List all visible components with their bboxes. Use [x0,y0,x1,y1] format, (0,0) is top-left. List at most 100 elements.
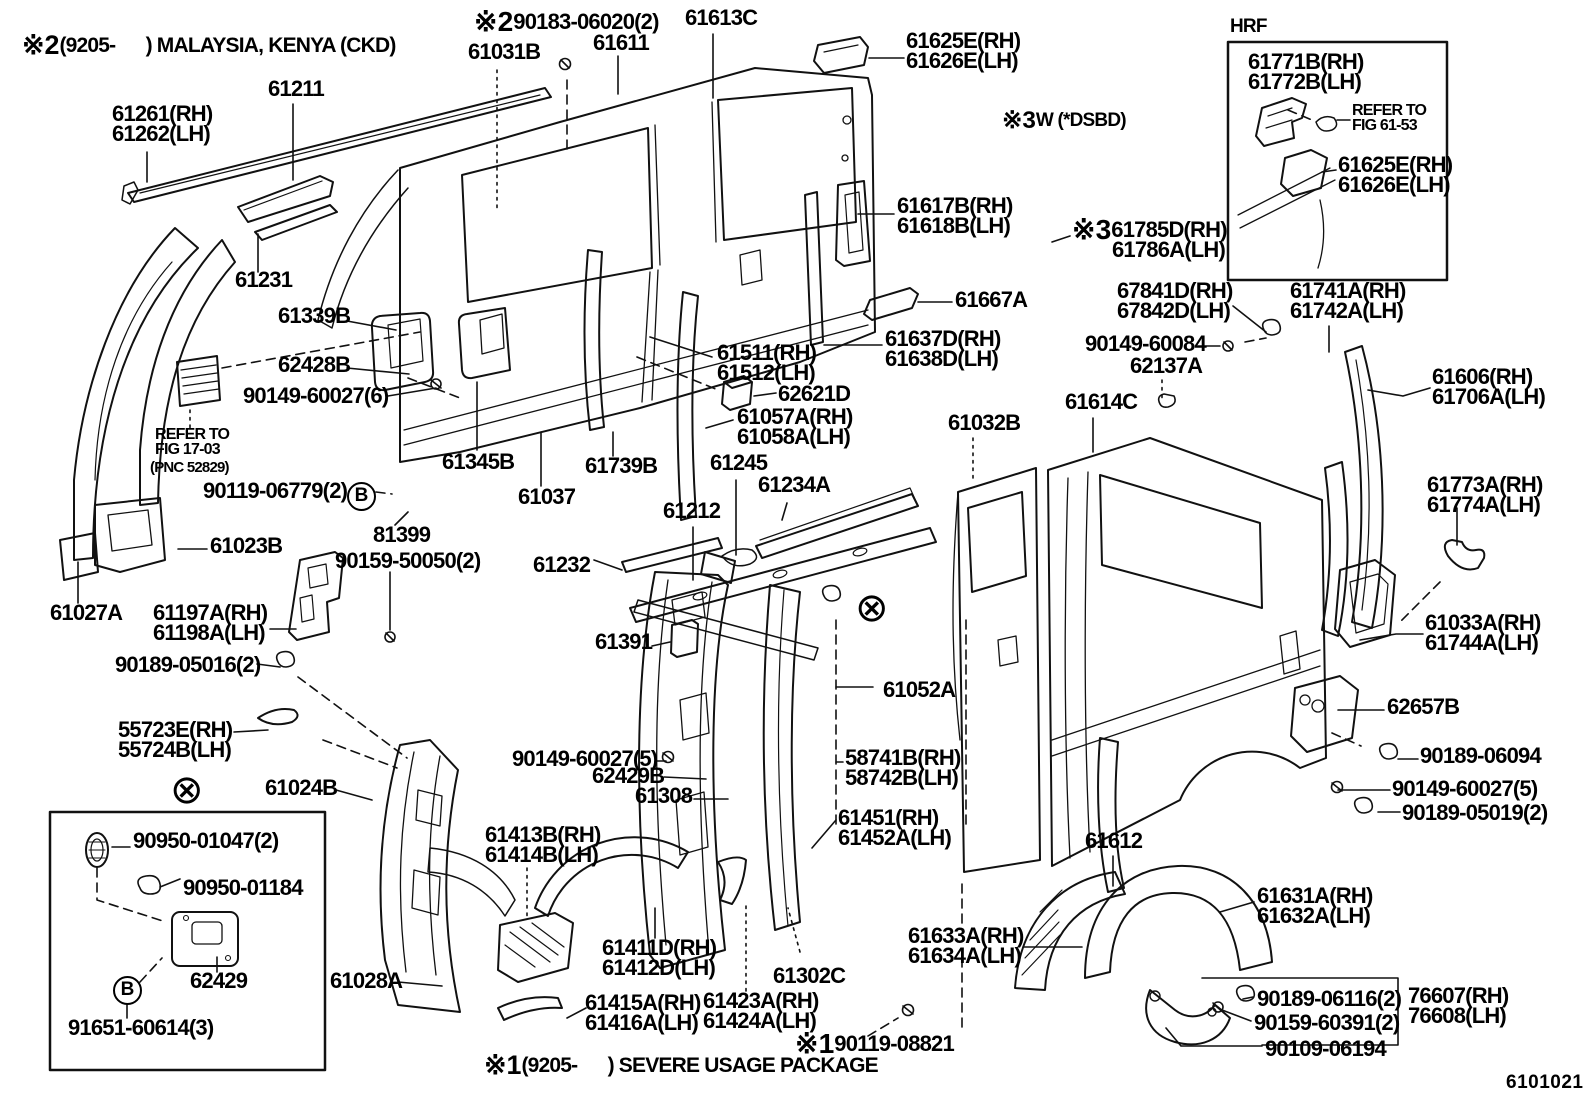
part-label-61339B: 61339B [278,303,351,328]
part-label-61052A: 61052A [883,677,956,702]
part-label-61211: 61211 [268,76,325,101]
part-label-90159-60391: 90159-60391(2) [1254,1010,1400,1035]
part-label-61057A: 61057A(RH)61058A(LH) [737,404,853,450]
part-drawing-center-slivers [583,249,753,658]
part-label-61037: 61037 [518,484,576,509]
part-label-90149-60084: 90149-60084 [1085,331,1207,356]
part-label-62428B: 62428B [278,352,351,377]
part-label-90189-05019: 90189-05019(2) [1402,800,1548,825]
note-hrf-box-title: HRF [1230,16,1267,37]
part-drawing-upper-small-parts [804,36,919,346]
part-label-61027A: 61027A [50,600,123,625]
part-label-90183-06020: ※290183-06020(2) [474,6,659,37]
part-label-61415A: 61415A(RH)61416A(LH) [585,990,701,1036]
part-label-61741A: 61741A(RH)61742A(LH) [1290,278,1406,324]
note-note-dsbd: ※3W (*DSBD) [1002,107,1127,134]
part-label-61023B: 61023B [210,533,283,558]
part-drawing-front-fender-parts [497,836,689,1021]
part-label-61245: 61245 [710,450,768,475]
part-label-90159-50050: 90159-50050(2) [335,548,481,573]
part-label-81399: 81399 [373,522,431,547]
part-label-61633A: 61633A(RH)61634A(LH) [908,923,1024,969]
reference-mark: ※3 [1002,107,1036,134]
reference-mark: ※1 [484,1050,522,1080]
part-label-76607: 76607(RH)76608(LH) [1408,983,1509,1029]
part-label-61637D: 61637D(RH)61638D(LH) [885,326,1001,372]
part-label-61423A: 61423A(RH)61424A(LH) [703,988,819,1034]
part-drawing-rear-pillar-strips [1290,345,1486,753]
hrf-inset-box [1226,40,1449,282]
note-note-severe-usage: ※1(9205- ) SEVERE USAGE PACKAGE [484,1050,879,1080]
part-label-90189-06116: 90189-06116(2) [1257,986,1402,1011]
part-label-67841D: 67841D(RH)67842D(LH) [1117,278,1233,324]
part-label-61625E-top: 61625E(RH)61626E(LH) [906,28,1021,74]
part-label-61511: 61511(RH)61512(LH) [717,340,817,386]
part-drawing-hinge-plates [257,551,344,726]
dashed-lines [96,79,1441,1037]
part-label-61451: 61451(RH)61452A(LH) [838,805,952,851]
part-label-90149-60027-5r: 90149-60027(5) [1392,776,1538,801]
part-label-61302C: 61302C [773,963,846,988]
part-label-61617B: 61617B(RH)61618B(LH) [897,193,1013,239]
circled-letter-b: B [113,976,142,1005]
part-label-90189-05016: 90189-05016(2) [115,652,261,677]
part-drawing-center-pillar [638,571,801,969]
part-label-61625E-hrf: 61625E(RH)61626E(LH) [1338,152,1453,198]
part-drawing-right-side-panel [1047,437,1327,867]
reference-mark: ※2 [474,6,514,37]
part-label-61614C: 61614C [1065,389,1138,414]
part-label-61031B: 61031B [468,39,541,64]
part-label-62137A: 62137A [1130,353,1203,378]
alignment-target-icon: ⊗ [855,585,889,631]
reference-mark: ※1 [795,1028,835,1059]
part-label-61606: 61606(RH)61706A(LH) [1432,364,1546,410]
part-label-61771B: 61771B(RH)61772B(LH) [1248,49,1364,95]
part-label-61345B: 61345B [442,449,515,474]
part-label-61631A: 61631A(RH)61632A(LH) [1257,883,1373,929]
part-label-61032B: 61032B [948,410,1021,435]
fastener-icons [275,57,1399,1017]
part-label-62429: 62429 [190,968,248,993]
part-label-90119-08821: ※190119-08821 [795,1028,955,1059]
figure-code: 6101021 [1506,1072,1584,1093]
part-label-90950-01047: 90950-01047(2) [133,828,279,853]
grommet-inset-box [48,810,327,1072]
part-label-61234A: 61234A [758,472,831,497]
part-label-62657B: 62657B [1387,694,1460,719]
part-label-61739B: 61739B [585,453,658,478]
part-label-61667A: 61667A [955,287,1028,312]
part-label-90109-06194: 90109-06194 [1265,1036,1387,1061]
part-label-90149-60027-6: 90149-60027(6) [243,383,389,408]
part-label-61231: 61231 [235,267,293,292]
part-label-61033A: 61033A(RH)61744A(LH) [1425,610,1541,656]
part-label-61028A: 61028A [330,968,403,993]
part-label-55723E: 55723E(RH)55724B(LH) [118,717,233,763]
part-drawing-front-pillars [59,227,236,581]
part-drawing-lower-left-pillar [379,739,516,1013]
part-label-90950-01184: 90950-01184 [183,875,303,900]
part-label-61391: 61391 [595,629,653,654]
reference-mark: ※3 [1072,214,1112,245]
part-label-61612: 61612 [1085,828,1143,853]
leader-lines [77,33,1458,1047]
part-label-61232: 61232 [533,552,591,577]
part-drawing-vent-louver [176,355,221,407]
part-label-90189-06094: 90189-06094 [1420,743,1542,768]
part-label-61611: 61611 [593,30,650,55]
part-label-61413B: 61413B(RH)61414B(LH) [485,822,601,868]
part-label-61261: 61261(RH)61262(LH) [112,101,213,147]
part-label-90149-60027-5c: 90149-60027(5) [512,746,658,771]
part-drawing-main-side-panel [317,67,876,463]
part-label-62621D: 62621D [778,381,851,406]
part-label-90119-06779: 90119-06779(2) [203,478,348,503]
part-label-pnc-52829: (PNC 52829) [150,459,230,476]
part-label-61411D: 61411D(RH)61412D(LH) [602,935,717,981]
part-drawing-window-frames [370,307,511,392]
part-drawing-rails [621,487,937,661]
part-label-61308: 61308 [635,783,693,808]
part-drawing-roof-moldings [237,175,338,241]
part-label-91651-60614: 91651-60614(3) [68,1015,214,1040]
